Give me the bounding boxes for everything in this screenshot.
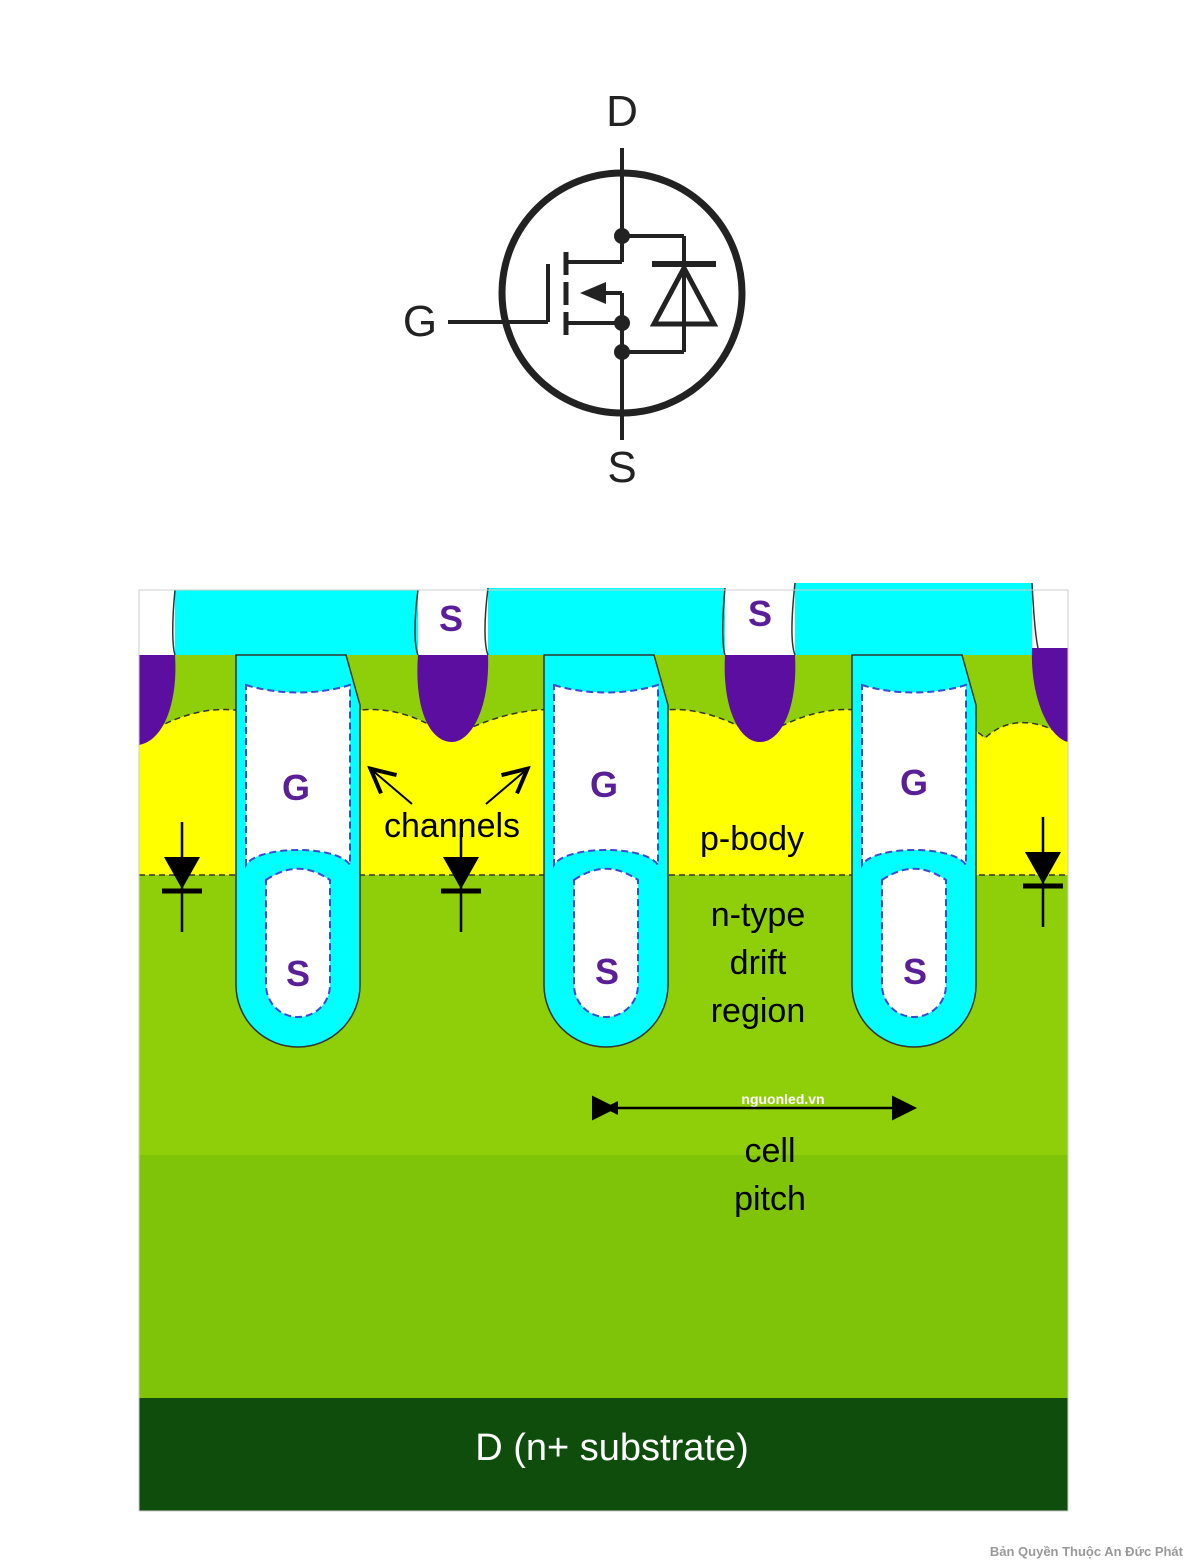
top-source-label-1: S	[439, 598, 463, 639]
shield-source-label-1: S	[286, 953, 310, 994]
mosfet-symbol: D G S	[403, 87, 746, 492]
channels-label: channels	[384, 807, 520, 845]
copyright-notice: Bản Quyền Thuộc An Đức Phát	[990, 1544, 1184, 1559]
source-terminal-label: S	[607, 443, 636, 492]
gate-label-3: G	[900, 762, 928, 803]
cell-pitch-label-line-1: cell	[744, 1132, 795, 1170]
gate-label-2: G	[590, 764, 618, 805]
gate-terminal-label: G	[403, 297, 437, 346]
n-plus-substrate	[139, 1398, 1068, 1511]
gate-label-1: G	[282, 767, 310, 808]
drain-terminal-label: D	[606, 87, 638, 136]
top-source-label-2: S	[748, 593, 772, 634]
channel-arrow-right	[485, 770, 526, 805]
n-plus-source-implant	[724, 655, 796, 742]
watermark: nguonled.vn	[741, 1091, 824, 1107]
body-diode-triangle	[649, 262, 719, 327]
drift-label-line-3: region	[711, 992, 806, 1030]
substrate-label: D (n+ substrate)	[475, 1427, 749, 1469]
shield-source-label-3: S	[903, 951, 927, 992]
drift-label-line-1: n-type	[711, 896, 806, 934]
trench-mosfet-cross-section: G G G S S S S S channels p-body n-type d…	[138, 582, 1069, 1512]
n-plus-source-implant	[417, 655, 489, 742]
n-plus-source-implant	[139, 655, 176, 745]
shield-source-label-2: S	[595, 951, 619, 992]
n-plus-source-implant	[1031, 648, 1068, 742]
cell-pitch-label-line-2: pitch	[734, 1180, 806, 1218]
channel-arrow-left	[372, 770, 413, 805]
p-body-label: p-body	[700, 820, 804, 858]
drift-label-line-2: drift	[730, 944, 787, 982]
